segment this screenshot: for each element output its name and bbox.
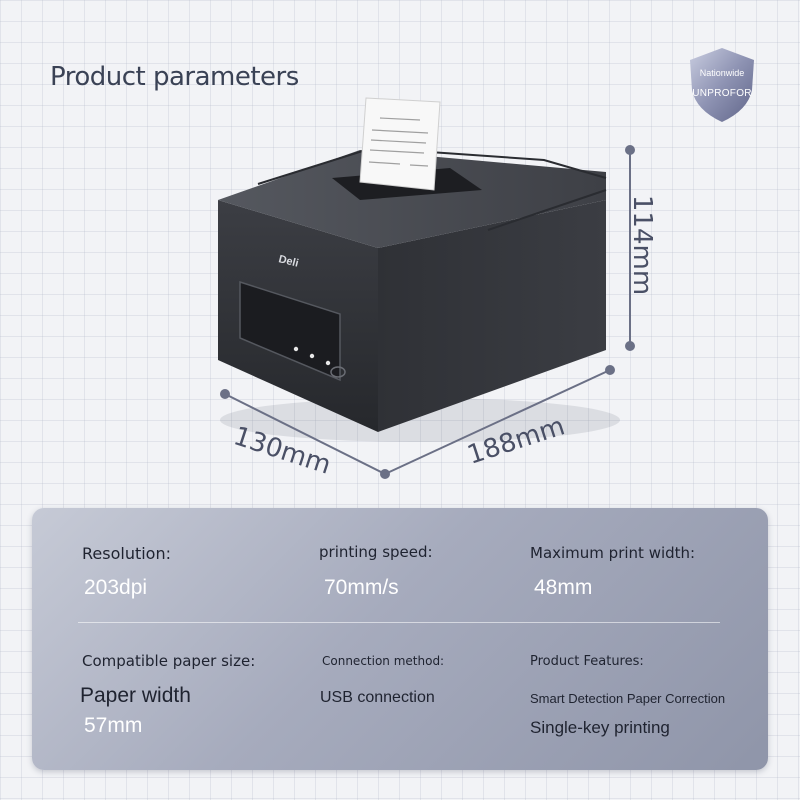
connection-value: USB connection [320,689,435,706]
max-print-width-label: Maximum print width: [530,544,696,562]
paper-outlet [239,280,341,382]
receipt-paper [359,97,441,191]
shield-icon [690,48,754,122]
paper-width-value: 57mm [84,714,143,737]
resolution-value: 203dpi [84,576,148,599]
paper-width-line: Paper width [80,684,191,707]
spec-panel: Resolution: 203dpi printing speed: 70mm/… [32,508,768,770]
badge-line-2: UNPROFOR [692,88,752,99]
dimension-lines [220,145,635,479]
feature-2: Single-key printing [530,718,670,737]
paper-size-label: Compatible paper size: [82,652,256,670]
spec-divider [78,622,720,623]
page-title: Product parameters [50,62,299,92]
printer-top [218,150,606,248]
printing-speed-value: 70mm/s [324,576,399,599]
brand-logo: Deli [277,253,299,270]
status-led [309,353,315,359]
power-led [293,346,299,352]
printer-side [378,200,606,432]
resolution-label: Resolution: [82,544,171,563]
badge-line-1: Nationwide [699,68,745,78]
height-dimension: 114mm [627,194,658,296]
features-label: Product Features: [530,654,644,669]
feed-button [330,366,346,378]
max-print-width-value: 48mm [534,576,593,599]
feature-1: Smart Detection Paper Correction [530,691,726,706]
printing-speed-label: printing speed: [319,543,433,561]
feed-led [325,360,331,366]
connection-label: Connection method: [322,654,445,668]
printer-illustration: Deli [218,97,635,479]
shield-badge: Nationwide UNPROFOR [682,44,762,124]
printer-shadow [220,398,620,442]
